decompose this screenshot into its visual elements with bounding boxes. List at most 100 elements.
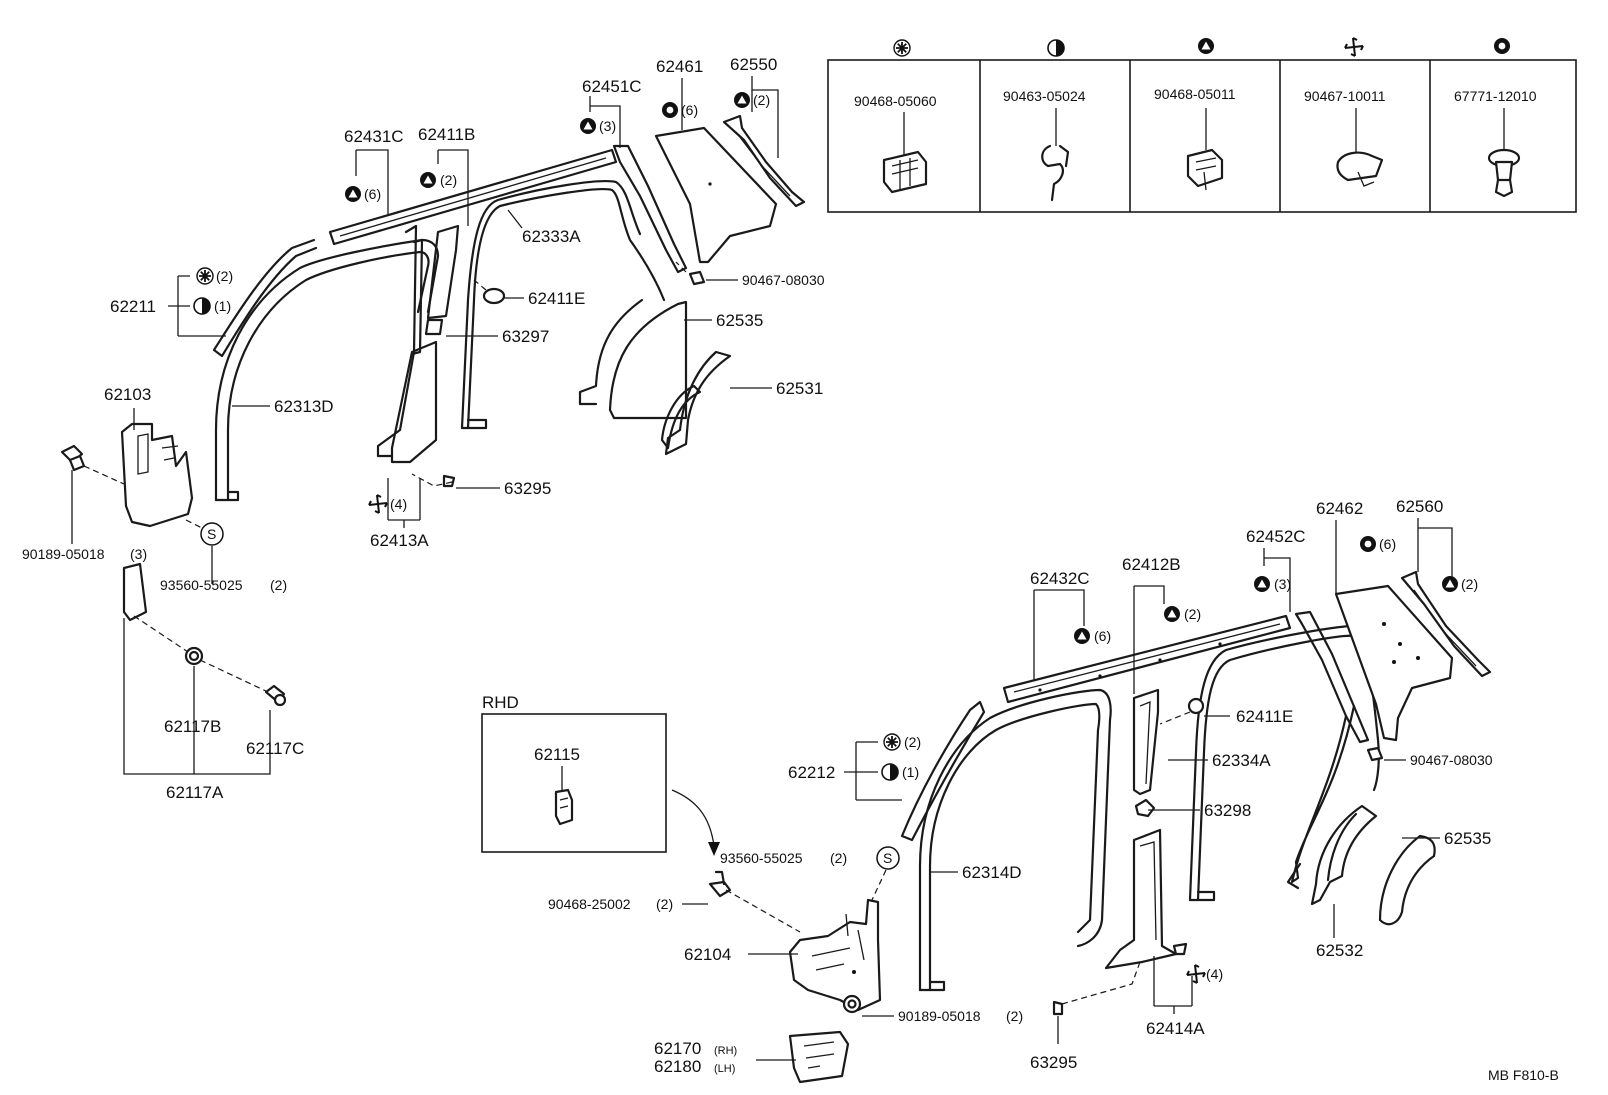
s-mark: S: [207, 526, 216, 542]
part-label: 93560-55025: [720, 850, 803, 866]
part-label: 62103: [104, 385, 151, 404]
dashed-guide-lines: [83, 261, 687, 693]
diagram-code: MB F810-B: [1488, 1067, 1559, 1083]
part-label: 62104: [684, 945, 731, 964]
roof-side-rail-garnish-rh: [1002, 614, 1292, 704]
screw-icon: [60, 444, 86, 472]
rhd-pointer-arrow: [671, 789, 715, 847]
part-label: 93560-55025: [160, 577, 243, 593]
clip-icon: [1052, 1000, 1064, 1016]
front-pillar-garnish: [212, 238, 318, 358]
part-label: 90468-25002: [548, 896, 631, 912]
quantity-label: (2): [753, 92, 770, 108]
half-circle-clip-icon: [1047, 39, 1065, 57]
wheel-house-garnish-rh: [1310, 804, 1378, 906]
part-label: 90467-08030: [1410, 752, 1493, 768]
quantity-label: (6): [1379, 536, 1396, 552]
quantity-label: (2): [270, 577, 287, 593]
legend-part-number: 67771-12010: [1454, 88, 1537, 104]
quantity-label: (3): [130, 546, 147, 562]
clip-drawing: [1186, 108, 1224, 191]
part-label: 62535: [716, 311, 763, 330]
part-label: 62461: [656, 57, 703, 76]
clip-drawing: [1487, 108, 1521, 198]
clip-icon: [482, 287, 506, 305]
rhd-label: RHD: [482, 693, 519, 712]
part-label: 62535: [1444, 829, 1491, 848]
wheel-house-garnish: [660, 350, 732, 456]
back-door-opening-garnish: [722, 114, 806, 208]
quantity-label: (6): [681, 102, 698, 118]
screw-icon: [264, 684, 287, 707]
part-label: 62413A: [370, 531, 429, 550]
part-label: 62411E: [1236, 707, 1293, 726]
screw-icon: [184, 646, 204, 666]
part-label: 62411E: [528, 289, 585, 308]
kick-panel-rh: [788, 898, 882, 1012]
quarter-trim-upper-panel: [654, 126, 778, 264]
part-label: 62334A: [1212, 751, 1271, 770]
rear-door-opening-weatherstrip: [460, 180, 666, 430]
legend-part-number: 90463-05024: [1003, 88, 1086, 104]
legend-part-number: 90468-05060: [854, 93, 937, 109]
front-pillar-garnish-rh: [900, 700, 986, 842]
scuff-plate-rh: [788, 1030, 850, 1084]
lower-right-labels: 62462 (6) 62560 (2) 62452C (3) 62432C (6…: [548, 497, 1559, 1083]
part-label: 63295: [504, 479, 551, 498]
center-pillar-lower-garnish: [376, 224, 438, 464]
cowl-side-trim: [120, 422, 194, 528]
rear-pillar-garnish: [612, 144, 688, 274]
quantity-label: (2): [904, 734, 921, 750]
part-label: 62414A: [1146, 1019, 1205, 1038]
clip-icon: [1366, 746, 1384, 762]
clip-icon: [1187, 697, 1205, 715]
part-label: 62314D: [962, 863, 1022, 882]
part-label: 62550: [730, 55, 777, 74]
quantity-label: (2): [656, 896, 673, 912]
screw-icon: [842, 994, 862, 1014]
quantity-label: (2): [1461, 576, 1478, 592]
clip-drawing: [882, 112, 928, 194]
pinwheel-clip-icon: [1344, 37, 1364, 57]
part-label: 62313D: [274, 397, 334, 416]
quantity-label: (2): [1184, 606, 1201, 622]
part-label: 62117A: [166, 783, 224, 802]
part-label: 62117B: [164, 717, 221, 736]
clip-icon: [442, 474, 456, 488]
part-label: 90189-05018: [22, 546, 105, 562]
part-label: 63297: [502, 327, 549, 346]
quantity-label: (3): [1274, 576, 1291, 592]
part-label: 62431C: [344, 127, 404, 146]
quantity-label: (3): [599, 118, 616, 134]
quantity-label: (2): [216, 268, 233, 284]
part-label: 62462: [1316, 499, 1363, 518]
quantity-label: (2): [830, 850, 847, 866]
upper-left-labels: 62451C (3) 62461 (6) 62550 (2) 62431C (6…: [22, 55, 825, 802]
center-pillar-garnish: [424, 224, 460, 336]
door-opening-weatherstrip-front-rh: [918, 688, 1112, 992]
quantity-label: (2): [440, 172, 457, 188]
quarter-trim-lower-panel-rh: [1378, 834, 1436, 926]
part-label: 90189-05018: [898, 1008, 981, 1024]
quantity-label: (6): [1094, 628, 1111, 644]
center-pillar-garnish-rh: [1132, 688, 1160, 818]
legend-part-number: 90468-05011: [1154, 86, 1236, 102]
quantity-label: (1): [902, 764, 919, 780]
part-label: 63295: [1030, 1053, 1077, 1072]
part-label: 62333A: [522, 227, 581, 246]
part-label: 90467-08030: [742, 272, 825, 288]
side-label: (RH): [714, 1045, 737, 1057]
clip-icon: [688, 270, 706, 286]
clip-drawing: [1336, 108, 1384, 187]
legend-table: 90468-05060 90463-05024 90468-05011 9046…: [827, 37, 1577, 213]
part-label: 62117C: [246, 739, 304, 758]
legend-part-number: 90467-10011: [1304, 88, 1386, 104]
roof-side-rail-garnish: [328, 148, 618, 246]
part-label: 62451C: [582, 77, 642, 96]
side-label: (LH): [714, 1063, 735, 1075]
dashed-guide-lines: [725, 711, 1191, 1005]
clip-drawing: [1041, 108, 1070, 202]
part-label: 62560: [1396, 497, 1443, 516]
leader-lines: [682, 518, 1453, 1061]
